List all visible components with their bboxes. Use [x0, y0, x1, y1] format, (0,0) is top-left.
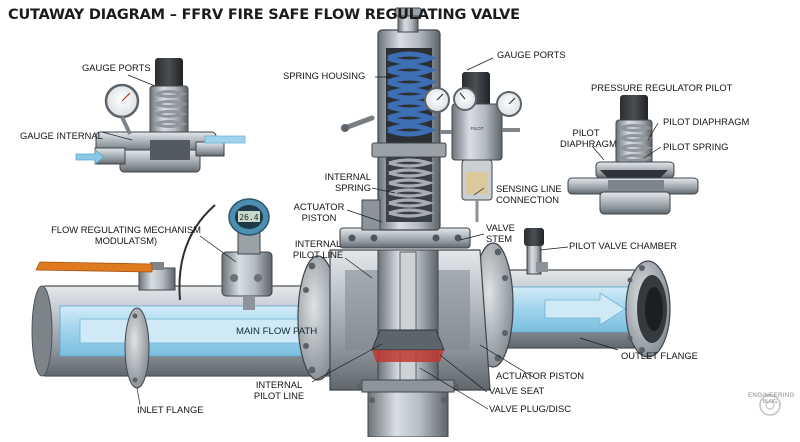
leader-lines [101, 57, 662, 410]
main-flow-path-label: MAIN FLOW PATH [236, 326, 317, 337]
page-title: CUTAWAY DIAGRAM – FFRV FIRE SAFE FLOW RE… [8, 7, 520, 23]
label-pilot-valve-chamber: PILOT VALVE CHAMBER [569, 240, 677, 251]
label-pilot-spring: PILOT SPRING [663, 141, 729, 152]
svg-text:PILOT: PILOT [470, 126, 483, 131]
outlet-flange-shape [625, 260, 671, 358]
label-pressure-regulator-pilot: PRESSURE REGULATOR PILOT [591, 82, 733, 93]
inset-pressure-regulator-pilot [567, 95, 699, 215]
label-pilot-diaphragm-right: PILOT DIAPHRAGM [663, 116, 750, 127]
pilot-assembly-right: PILOT [440, 72, 522, 222]
label-spring-housing: SPRING HOUSING [283, 70, 366, 81]
internal-spring-coil [388, 158, 435, 218]
housing-gauge-left [424, 87, 450, 113]
engineering-blog-logo [759, 394, 781, 416]
inset-pressure-regulator-left [75, 58, 246, 173]
pilot-valve-chamber-riser [524, 228, 548, 275]
valve-body [329, 249, 491, 438]
transmitter-display: 26.4 [239, 213, 258, 222]
manual-lever [341, 115, 375, 132]
spring-housing-column [361, 7, 447, 231]
watermark: ENGINEERING BLOG [748, 392, 795, 405]
label-actuator-piston-bottom: ACTUATOR PISTON [496, 370, 585, 381]
inlet-body-flange [297, 255, 339, 381]
bonnet-flange [339, 227, 471, 249]
pressure-transmitter: 26.4 [178, 198, 273, 310]
label-valve-plug-disc: VALVE PLUG/DISC [489, 403, 571, 414]
label-valve-seat: VALVE SEAT [489, 385, 545, 396]
label-inlet-flange: INLET FLANGE [137, 404, 204, 415]
label-gauge-ports-right: GAUGE PORTS [497, 49, 566, 60]
label-gauge-ports-left: GAUGE PORTS [82, 62, 151, 73]
label-gauge-internal: GAUGE INTERNAL [20, 130, 103, 141]
label-outlet-flange: OUTLET FLANGE [621, 350, 698, 361]
